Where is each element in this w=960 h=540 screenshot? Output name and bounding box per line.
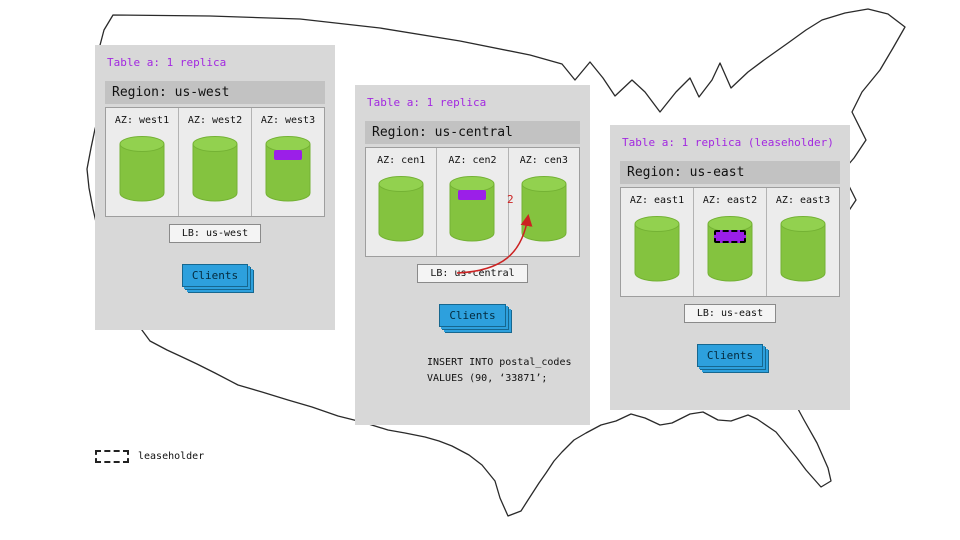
az-label: AZ: west2 [187, 115, 243, 126]
az-label: AZ: east3 [775, 195, 831, 206]
clients-button: Clients [696, 344, 764, 367]
database-cylinder-icon [378, 176, 424, 242]
leaseholder-replica-badge [714, 230, 746, 243]
az-label: AZ: cen1 [377, 155, 426, 166]
az-row: AZ: west1 AZ: west2 AZ: west3 [105, 107, 325, 217]
region-panel-us-east: Table a: 1 replica (leaseholder) Region:… [610, 125, 850, 410]
az-label: AZ: east2 [702, 195, 758, 206]
az-east3: AZ: east3 [767, 188, 839, 296]
database-cylinder-icon [634, 216, 680, 282]
region-title: Region: us-west [105, 81, 325, 104]
az-west3: AZ: west3 [252, 108, 324, 216]
clients-button: Clients [439, 304, 506, 327]
legend: leaseholder [95, 450, 204, 463]
replica-badge [274, 150, 302, 160]
table-replica-label: Table a: 1 replica [367, 96, 487, 109]
az-cen2: AZ: cen2 [437, 148, 509, 256]
region-panel-us-west: Table a: 1 replica Region: us-west AZ: w… [95, 45, 335, 330]
replica-badge [458, 190, 487, 200]
table-replica-label: Table a: 1 replica (leaseholder) [622, 136, 834, 149]
az-east1: AZ: east1 [621, 188, 694, 296]
database-cylinder-icon [192, 136, 238, 202]
az-west2: AZ: west2 [179, 108, 252, 216]
database-cylinder-icon [119, 136, 165, 202]
database-cylinder-icon [780, 216, 826, 282]
load-balancer-label: LB: us-east [683, 304, 777, 323]
az-label: AZ: cen3 [519, 155, 568, 166]
load-balancer-label: LB: us-west [168, 224, 262, 243]
arrow-step-label: 2 [507, 193, 514, 206]
az-west1: AZ: west1 [106, 108, 179, 216]
az-label: AZ: east1 [629, 195, 685, 206]
az-cen1: AZ: cen1 [366, 148, 438, 256]
az-label: AZ: west1 [114, 115, 170, 126]
region-panel-us-central: Table a: 1 replica Region: us-central AZ… [355, 85, 590, 425]
region-title: Region: us-central [365, 121, 580, 144]
sql-statement: INSERT INTO postal_codes VALUES (90, ‘33… [365, 355, 580, 386]
table-replica-label: Table a: 1 replica [107, 56, 227, 69]
az-label: AZ: cen2 [448, 155, 497, 166]
az-row: AZ: cen1 AZ: cen2 AZ: cen3 [365, 147, 580, 257]
sql-line: VALUES (90, ‘33871’; [427, 372, 548, 384]
az-cen3: AZ: cen3 [509, 148, 579, 256]
database-cylinder-icon [707, 216, 753, 282]
az-row: AZ: east1 AZ: east2 AZ: east3 [620, 187, 840, 297]
database-cylinder-icon [265, 136, 311, 202]
az-label: AZ: west3 [260, 115, 316, 126]
load-balancer-label: LB: us-central [417, 264, 528, 283]
az-east2: AZ: east2 [694, 188, 767, 296]
region-title: Region: us-east [620, 161, 840, 184]
sql-line: INSERT INTO postal_codes [427, 357, 572, 368]
legend-label: leaseholder [138, 451, 205, 462]
database-cylinder-icon [449, 176, 495, 242]
clients-button: Clients [181, 264, 249, 287]
leaseholder-swatch-icon [95, 450, 129, 463]
database-cylinder-icon [521, 176, 567, 242]
